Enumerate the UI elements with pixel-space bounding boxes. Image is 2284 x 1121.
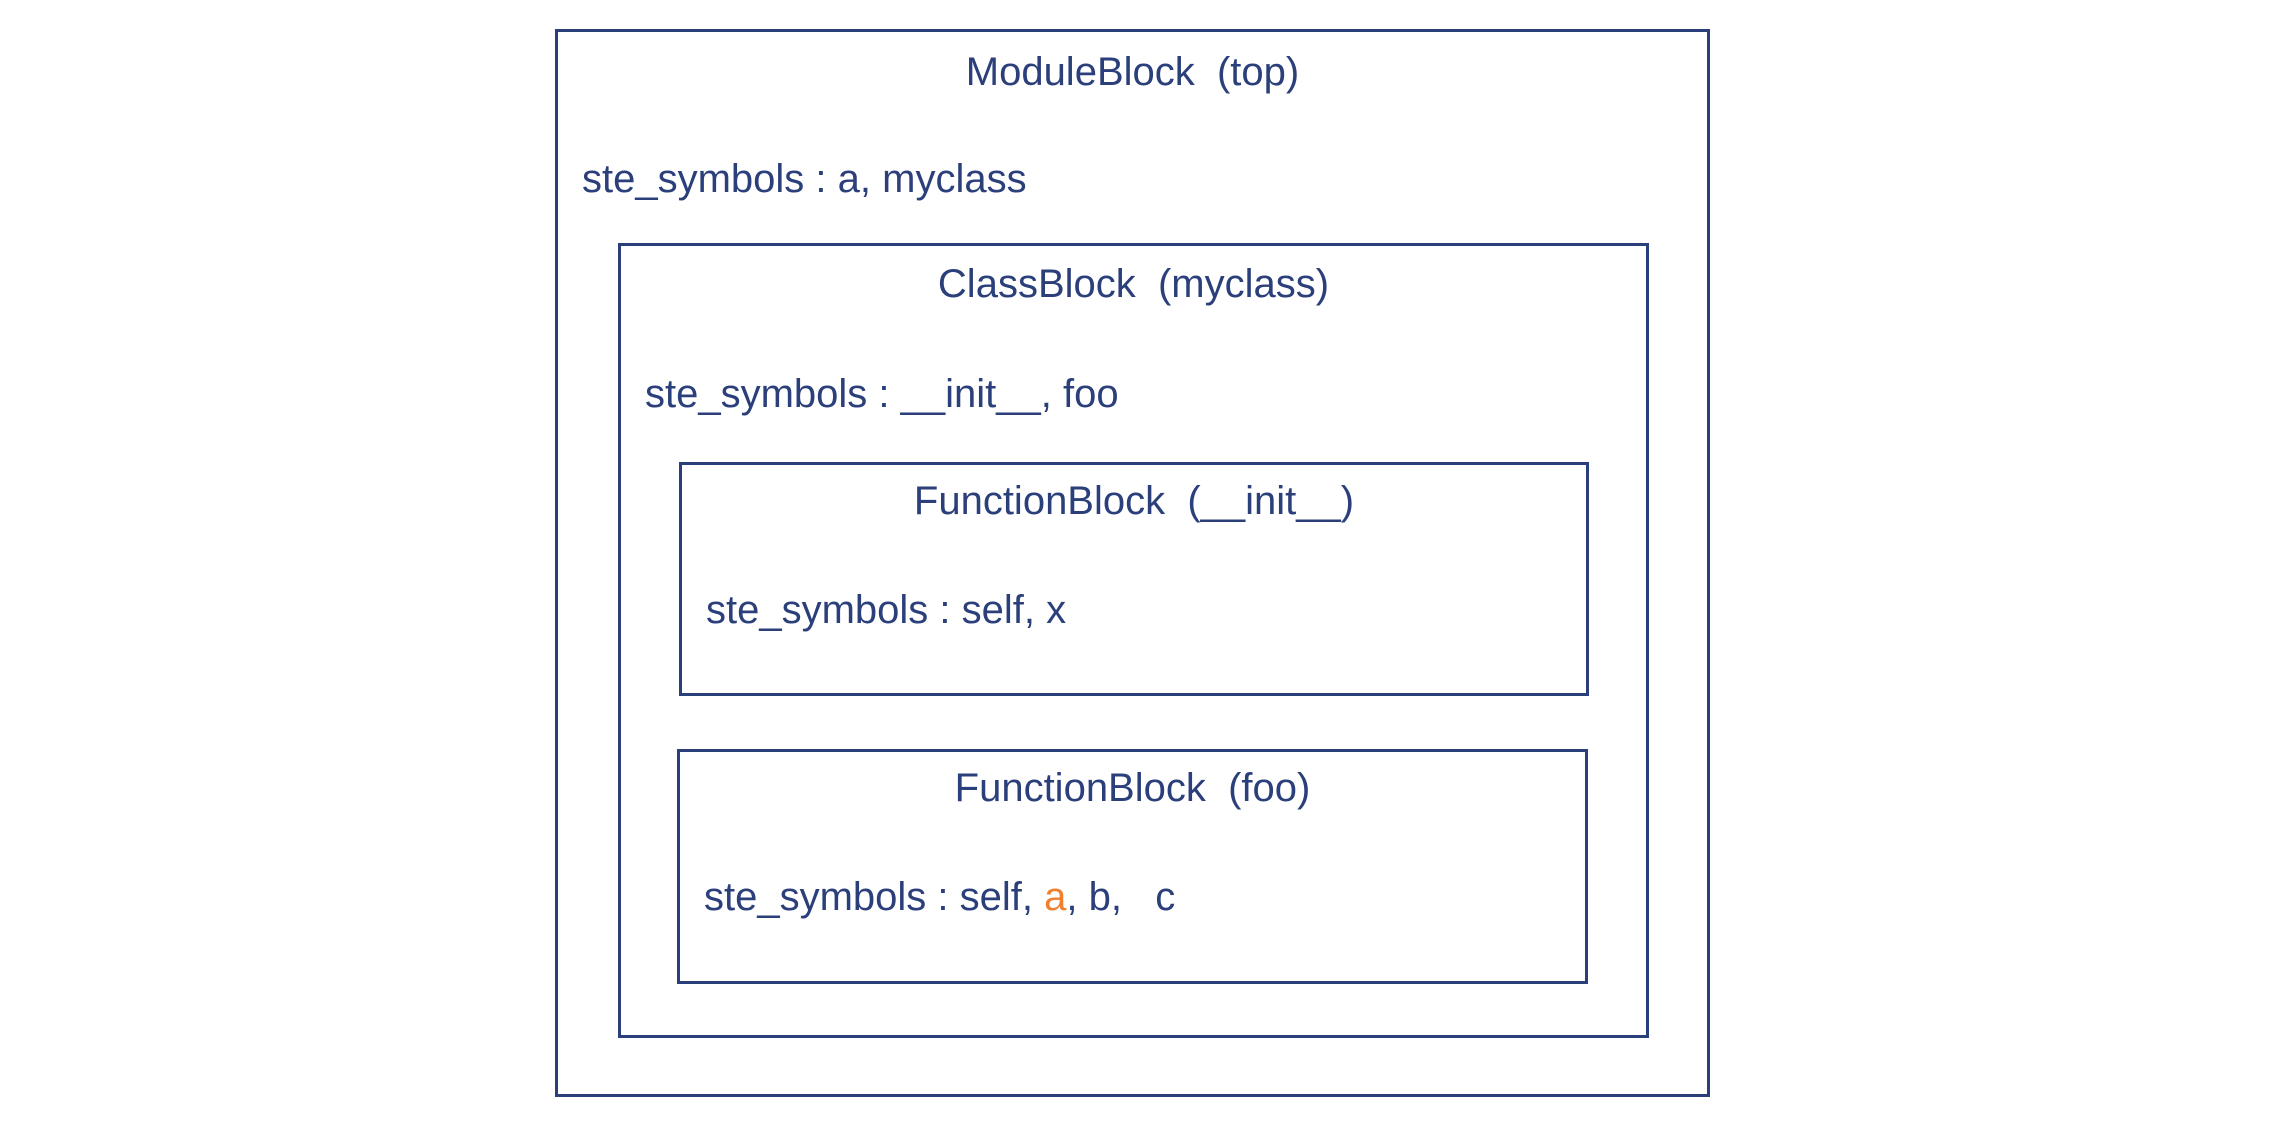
highlighted-symbol: a	[1044, 875, 1067, 919]
symbols-suffix: , b, c	[1066, 875, 1176, 919]
function-init-symbols: ste_symbols : self, x	[706, 588, 1067, 632]
class-symbols: ste_symbols : __init__, foo	[645, 372, 1119, 416]
module-block-title: ModuleBlock (top)	[965, 50, 1300, 94]
module-block: ModuleBlock (top) ste_symbols : a, mycla…	[555, 29, 1710, 1097]
function-block-init: FunctionBlock (__init__) ste_symbols : s…	[679, 462, 1589, 696]
function-init-title: FunctionBlock (__init__)	[913, 479, 1355, 523]
function-foo-title: FunctionBlock (foo)	[954, 766, 1311, 810]
function-foo-symbols: ste_symbols : self, a, b, c	[704, 873, 1175, 921]
function-block-foo: FunctionBlock (foo) ste_symbols : self, …	[677, 749, 1588, 984]
symbols-prefix: ste_symbols : self,	[704, 875, 1045, 919]
class-block-title: ClassBlock (myclass)	[937, 262, 1330, 306]
module-symbols: ste_symbols : a, myclass	[582, 157, 1027, 201]
class-block: ClassBlock (myclass) ste_symbols : __ini…	[618, 243, 1649, 1038]
